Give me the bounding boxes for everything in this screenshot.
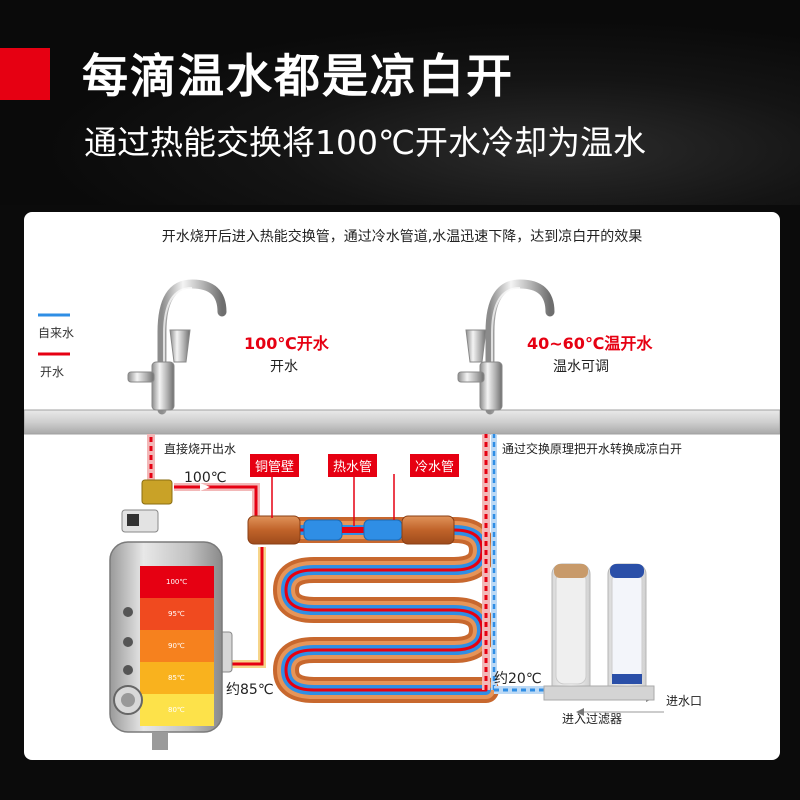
tank-level-85 xyxy=(140,662,214,694)
tank-level-label-95: 95℃ xyxy=(168,610,185,618)
tank-level-95 xyxy=(140,598,214,630)
cold-pipe-tag: 冷水管 xyxy=(410,454,460,477)
copper-wall-tag: 铜管壁 xyxy=(250,454,300,477)
diagram-panel: 开水烧开后进入热能交换管，通过冷水管道,水温迅速下降，达到凉白开的效果 自来水 … xyxy=(24,212,780,760)
filter-housing-2 xyxy=(607,563,647,699)
inlet-temp-label: 约20℃ xyxy=(494,671,542,687)
arrow-left-icon xyxy=(576,708,584,716)
diagram-caption: 开水烧开后进入热能交换管，通过冷水管道,水温迅速下降，达到凉白开的效果 xyxy=(161,229,643,245)
page-title: 每滴温水都是凉白开 xyxy=(82,49,514,103)
cold-pipe-segment xyxy=(303,519,343,541)
left-tap-temp: 100℃开水 xyxy=(244,334,329,353)
direct-boil-label: 直接烧开出水 xyxy=(164,442,237,456)
cold-pipe-segment-2 xyxy=(363,519,403,541)
flow-arrow-icon xyxy=(200,483,210,491)
tank-out-temp-label: 约85℃ xyxy=(226,682,274,698)
tank-level-90 xyxy=(140,630,214,662)
filter-label: 进入过滤器 xyxy=(562,712,623,726)
hero-banner xyxy=(0,0,800,205)
legend-tap-water-label: 自来水 xyxy=(38,326,75,340)
left-tap-note: 开水 xyxy=(270,359,298,375)
return-flow xyxy=(229,547,264,666)
water-exchange-diagram xyxy=(24,279,780,750)
hot-feed-pipe xyxy=(174,483,260,524)
right-faucet-icon xyxy=(457,279,555,415)
accent-block xyxy=(0,48,50,100)
legend-boiled-water-label: 开水 xyxy=(40,365,65,379)
tank-level-label-90: 90℃ xyxy=(168,642,185,650)
filter-base xyxy=(543,685,655,701)
tank-level-label-85: 85℃ xyxy=(168,674,185,682)
tank-level-label-80: 80℃ xyxy=(168,706,185,714)
hot-water-channel xyxy=(280,528,488,692)
filter-housing-1 xyxy=(551,563,591,699)
right-tap-temp: 40~60℃温开水 xyxy=(527,334,653,353)
copper-wall-segment-2 xyxy=(401,515,455,545)
boil-temp-label: 100℃ xyxy=(184,470,227,486)
tank-level-100 xyxy=(140,566,214,598)
hot-pipe-tag: 热水管 xyxy=(328,454,378,477)
left-faucet-icon xyxy=(127,279,227,415)
hot-pipe-core xyxy=(342,527,364,533)
boiler-tank xyxy=(109,541,223,750)
right-tap-note: 温水可调 xyxy=(553,359,609,375)
tank-level-80 xyxy=(140,694,214,726)
hot-feed-flow xyxy=(174,485,258,524)
tank-level-label-100: 100℃ xyxy=(166,578,188,586)
page-subtitle: 通过热能交换将100℃开水冷却为温水 xyxy=(84,123,647,162)
countertop xyxy=(24,409,780,435)
inlet-label: 进水口 xyxy=(666,694,703,708)
return-pipe xyxy=(229,547,266,668)
copper-wall-segment xyxy=(247,515,301,545)
exchange-label: 通过交换原理把开水转换成凉白开 xyxy=(502,442,683,456)
